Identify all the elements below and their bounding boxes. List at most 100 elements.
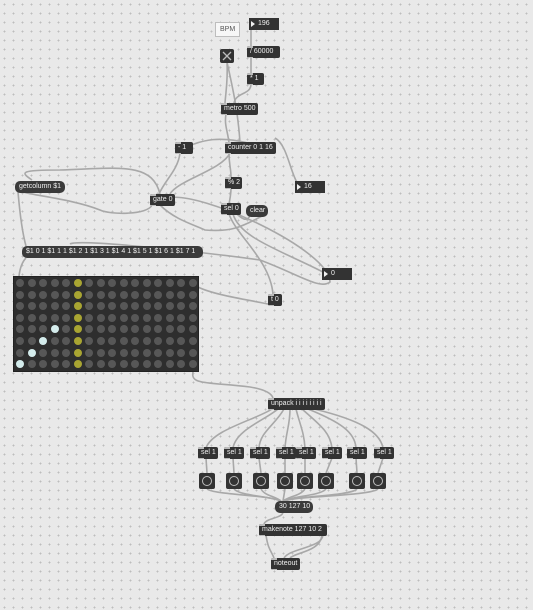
matrix-cell[interactable] <box>73 279 82 287</box>
matrix-cell[interactable] <box>73 348 82 357</box>
trigger-zero-object[interactable]: t 0 <box>268 294 282 306</box>
matrix-cell[interactable] <box>188 325 197 334</box>
matrix-cell[interactable] <box>165 325 174 334</box>
matrix-cell[interactable] <box>131 302 139 311</box>
matrix-cell[interactable] <box>50 302 59 311</box>
matrix-cell[interactable] <box>119 313 128 322</box>
matrix-cell[interactable] <box>154 279 162 287</box>
matrix-cell[interactable] <box>73 302 82 311</box>
getcolumn-message[interactable]: getcolumn $1 <box>15 181 65 193</box>
modulo-object[interactable]: % 2 <box>225 177 242 189</box>
counter-object[interactable]: counter 0 1 16 <box>225 142 276 154</box>
matrix-cell[interactable] <box>62 325 70 334</box>
step-matrix[interactable] <box>13 276 199 372</box>
matrix-cell[interactable] <box>85 279 93 287</box>
select-one-object[interactable]: sel 1 <box>296 447 316 459</box>
matrix-cell[interactable] <box>119 360 128 369</box>
matrix-cell[interactable] <box>188 360 197 369</box>
matrix-cell[interactable] <box>177 348 185 357</box>
select-one-object[interactable]: sel 1 <box>198 447 218 459</box>
matrix-cell[interactable] <box>119 348 128 357</box>
matrix-cell[interactable] <box>119 279 128 287</box>
pitch-velocity-message[interactable]: 30 127 10 <box>275 501 313 513</box>
matrix-cell[interactable] <box>131 337 139 345</box>
matrix-cell[interactable] <box>142 279 151 287</box>
bpm-number-box[interactable]: 196 <box>249 18 279 30</box>
matrix-cell[interactable] <box>39 313 47 322</box>
bang-button[interactable] <box>199 473 215 489</box>
matrix-cell[interactable] <box>108 360 116 369</box>
matrix-cell[interactable] <box>96 313 105 322</box>
matrix-cell[interactable] <box>177 313 185 322</box>
matrix-cell[interactable] <box>27 290 36 299</box>
matrix-cell[interactable] <box>73 360 82 369</box>
matrix-cell[interactable] <box>39 325 47 334</box>
matrix-cell[interactable] <box>108 279 116 287</box>
matrix-cell[interactable] <box>62 313 70 322</box>
matrix-cell[interactable] <box>85 337 93 345</box>
matrix-cell[interactable] <box>108 313 116 322</box>
matrix-cell[interactable] <box>27 360 36 369</box>
matrix-cell[interactable] <box>16 313 24 322</box>
matrix-cell[interactable] <box>165 337 174 345</box>
matrix-cell[interactable] <box>119 302 128 311</box>
matrix-cell[interactable] <box>96 290 105 299</box>
metro-toggle[interactable] <box>220 49 234 63</box>
matrix-cell[interactable] <box>154 325 162 334</box>
matrix-cell[interactable] <box>154 348 162 357</box>
matrix-cell[interactable] <box>16 360 24 369</box>
matrix-cell[interactable] <box>39 337 47 345</box>
select-one-object[interactable]: sel 1 <box>276 447 296 459</box>
matrix-cell[interactable] <box>131 290 139 299</box>
matrix-cell[interactable] <box>50 360 59 369</box>
bang-button[interactable] <box>318 473 334 489</box>
matrix-cell[interactable] <box>85 313 93 322</box>
matrix-cell[interactable] <box>119 325 128 334</box>
bang-button[interactable] <box>370 473 386 489</box>
matrix-cell[interactable] <box>85 290 93 299</box>
matrix-cell[interactable] <box>131 348 139 357</box>
column-number-box[interactable]: 0 <box>322 268 352 280</box>
matrix-cell[interactable] <box>96 302 105 311</box>
matrix-cell[interactable] <box>108 337 116 345</box>
matrix-cell[interactable] <box>188 348 197 357</box>
matrix-cell[interactable] <box>62 290 70 299</box>
matrix-cell[interactable] <box>16 290 24 299</box>
matrix-cell[interactable] <box>39 360 47 369</box>
counter-max-number-box[interactable]: 16 <box>295 181 325 193</box>
matrix-cell[interactable] <box>16 302 24 311</box>
matrix-cell[interactable] <box>50 348 59 357</box>
makenote-object[interactable]: makenote 127 10 2 <box>259 524 327 536</box>
matrix-cell[interactable] <box>188 313 197 322</box>
matrix-cell[interactable] <box>16 348 24 357</box>
matrix-cell[interactable] <box>142 313 151 322</box>
matrix-cell[interactable] <box>188 337 197 345</box>
matrix-cell[interactable] <box>85 302 93 311</box>
matrix-cell[interactable] <box>142 360 151 369</box>
select-one-object[interactable]: sel 1 <box>374 447 394 459</box>
matrix-cell[interactable] <box>39 302 47 311</box>
matrix-cell[interactable] <box>154 337 162 345</box>
matrix-cell[interactable] <box>142 302 151 311</box>
matrix-cell[interactable] <box>154 302 162 311</box>
matrix-cell[interactable] <box>39 290 47 299</box>
matrix-cell[interactable] <box>27 337 36 345</box>
matrix-cell[interactable] <box>27 313 36 322</box>
matrix-cell[interactable] <box>108 348 116 357</box>
matrix-cell[interactable] <box>165 313 174 322</box>
matrix-cell[interactable] <box>131 279 139 287</box>
matrix-cell[interactable] <box>50 325 59 334</box>
matrix-cell[interactable] <box>73 337 82 345</box>
matrix-cell[interactable] <box>154 360 162 369</box>
matrix-cell[interactable] <box>50 337 59 345</box>
matrix-cell[interactable] <box>62 302 70 311</box>
matrix-cell[interactable] <box>177 302 185 311</box>
multiply-object[interactable]: * 1 <box>247 73 264 85</box>
select-zero-object[interactable]: sel 0 <box>221 203 241 215</box>
matrix-cell[interactable] <box>177 279 185 287</box>
matrix-cell[interactable] <box>108 325 116 334</box>
matrix-cell[interactable] <box>50 313 59 322</box>
matrix-cell[interactable] <box>62 348 70 357</box>
matrix-cell[interactable] <box>131 360 139 369</box>
